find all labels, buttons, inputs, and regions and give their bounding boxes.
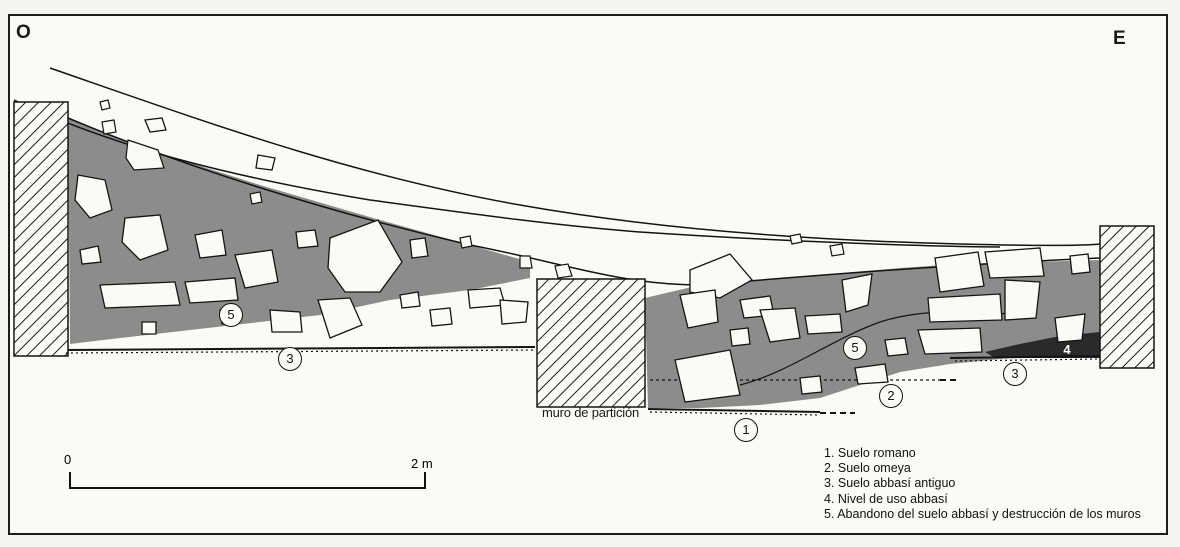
orientation-west: O	[16, 22, 31, 43]
floor-lines	[65, 310, 1101, 416]
wall-partition	[536, 278, 646, 408]
legend-item: 3. Suelo abbasí antiguo	[824, 476, 956, 491]
layer-marker-5-east: 5	[843, 336, 867, 360]
legend-item: 1. Suelo romano	[824, 446, 916, 460]
legend-item: 4. Nivel de uso abbasí	[824, 491, 948, 506]
stones-east	[674, 247, 1091, 403]
stones-upper	[99, 99, 845, 279]
legend: 1. Suelo romano 2. Suelo omeya 3. Suelo …	[824, 446, 1141, 522]
layer-marker-2: 2	[879, 384, 903, 408]
upper-band-line	[13, 99, 1001, 248]
legend-item: 2. Suelo omeya	[824, 461, 911, 476]
wall-east	[1099, 225, 1155, 369]
scale-start-label: 0	[64, 452, 72, 467]
legend-item: 5. Abandono del suelo abbasí y destrucci…	[824, 506, 1141, 521]
surface-line	[49, 67, 1101, 247]
scale-end-label: 2 m	[411, 456, 433, 471]
wall-west	[13, 101, 69, 357]
layer-marker-1: 1	[734, 418, 758, 442]
scale-bar	[69, 472, 426, 489]
orientation-east: E	[1113, 28, 1126, 49]
wall-label: muro de partición	[542, 405, 640, 420]
layer-marker-3-east: 3	[1003, 362, 1027, 386]
layer-marker-3-west: 3	[278, 347, 302, 371]
layer-marker-5-west: 5	[219, 303, 243, 327]
deposit-top-line	[67, 117, 1101, 286]
fill-deposit-west	[68, 118, 530, 344]
layer-marker-4: 4	[1063, 342, 1071, 357]
